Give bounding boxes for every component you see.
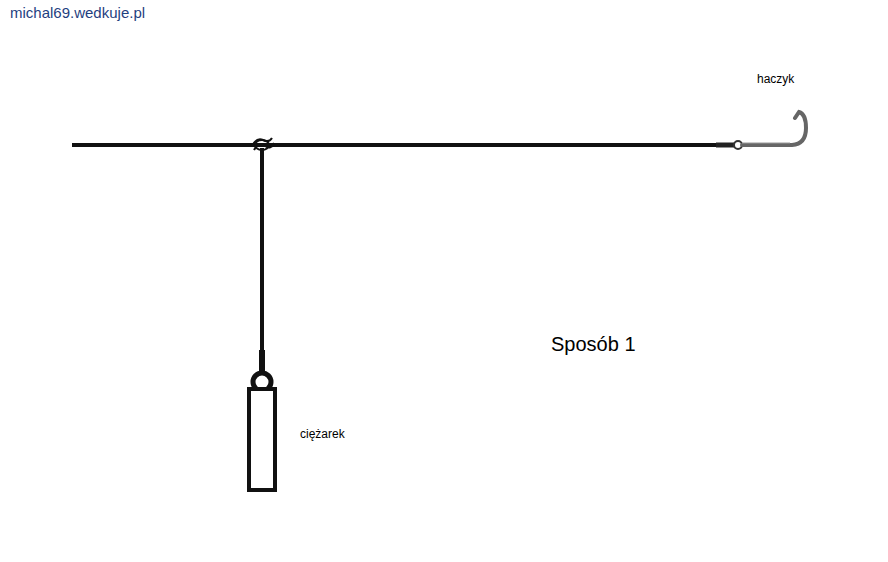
main-line: [72, 143, 720, 147]
dropper-line: [260, 148, 264, 372]
hook-snell: [716, 143, 734, 148]
weight: [249, 389, 275, 490]
hook-shine: [742, 143, 790, 144]
dropper-end: [259, 350, 265, 374]
part-name: ciężarek: [300, 428, 345, 442]
hook: [742, 112, 806, 145]
watermark: michal69.wedkuje.pl: [10, 4, 145, 21]
part-name: haczyk: [757, 73, 794, 87]
caption-note: Sposób 1: [551, 333, 636, 356]
